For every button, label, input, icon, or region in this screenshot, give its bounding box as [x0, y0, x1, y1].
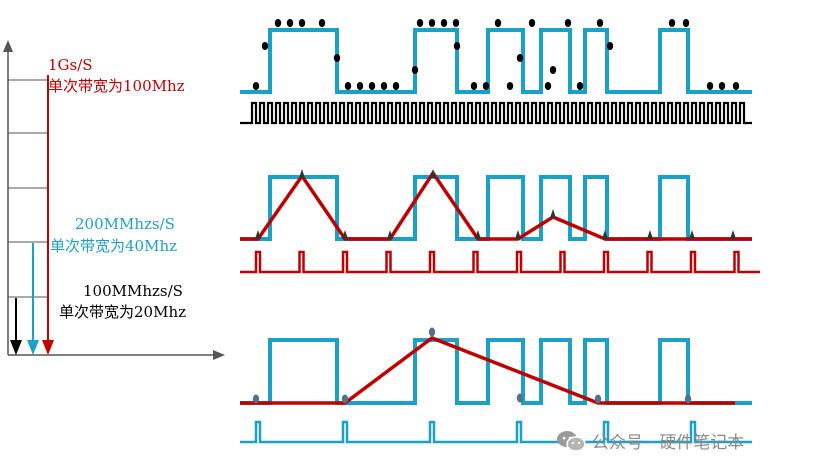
- clock-trace: [240, 420, 752, 444]
- sample-point: [333, 54, 341, 62]
- signal-trace: [240, 175, 752, 241]
- sampling-rate-axis: [3, 40, 225, 360]
- watermark: 公众号 · 硬件笔记本: [556, 428, 744, 453]
- signal-waveform-100m: [240, 338, 752, 405]
- sample-point: [452, 19, 460, 27]
- sample-point: [549, 66, 557, 74]
- sample-point: [606, 42, 614, 50]
- sample-point: [380, 82, 388, 90]
- rate-arrow-100m: [10, 298, 22, 355]
- sample-point: [647, 230, 653, 239]
- signal-waveform-1g: [240, 28, 752, 94]
- sample-point: [298, 19, 306, 27]
- label-bw-200m: 单次带宽为40Mhz: [50, 237, 178, 255]
- sample-point: [564, 19, 572, 27]
- sample-point: [341, 394, 349, 404]
- sample-point: [682, 19, 690, 27]
- label-rate-1g: 1Gs/S: [48, 56, 93, 74]
- sample-point: [342, 230, 348, 239]
- rate-arrow-1g: [42, 75, 54, 355]
- sample-point: [274, 19, 282, 27]
- sample-point: [356, 82, 364, 90]
- label-rate-200m: 200MMhzs/S: [75, 215, 175, 233]
- sample-point: [494, 19, 502, 27]
- reconstructed-signal-200m: [240, 169, 752, 241]
- sample-point: [732, 82, 740, 90]
- clock-1g: [240, 101, 752, 125]
- sample-point: [368, 82, 376, 90]
- sample-point: [550, 209, 556, 218]
- clock-100m: [240, 420, 752, 444]
- sample-point: [594, 394, 602, 404]
- sample-point: [344, 82, 352, 90]
- label-bw-1g: 单次带宽为100Mhz: [48, 77, 185, 95]
- reconstructed-trace: [240, 336, 735, 405]
- clock-200m: [240, 250, 760, 274]
- clock-trace: [240, 250, 760, 274]
- label-rate-100m: 100MMhzs/S: [83, 282, 183, 300]
- wechat-icon: [556, 430, 586, 452]
- sample-points-100m: [252, 327, 692, 404]
- sample-point: [255, 230, 261, 239]
- sample-point: [453, 42, 461, 50]
- sample-point: [428, 327, 436, 337]
- sample-point: [684, 394, 692, 404]
- sample-point: [299, 169, 305, 178]
- rate-arrow-200m: [27, 243, 39, 355]
- label-bw-100m: 单次带宽为20Mhz: [59, 303, 187, 321]
- sample-points-1g: [252, 19, 740, 90]
- sample-point: [470, 82, 478, 90]
- sample-point: [252, 394, 260, 404]
- clock-trace: [240, 101, 752, 125]
- sample-point: [576, 82, 584, 90]
- sample-point: [252, 82, 260, 90]
- sample-point: [515, 230, 521, 239]
- sample-point: [286, 19, 294, 27]
- sample-point: [387, 230, 393, 239]
- sample-point: [668, 19, 676, 27]
- sample-point: [482, 82, 490, 90]
- sample-point: [430, 169, 436, 178]
- sample-point: [392, 82, 400, 90]
- watermark-text: 公众号 · 硬件笔记本: [592, 433, 745, 453]
- reconstructed-trace: [240, 169, 752, 241]
- sample-point: [516, 54, 524, 62]
- sample-point: [602, 230, 608, 239]
- sample-point: [428, 19, 436, 27]
- sample-point: [416, 19, 424, 27]
- sample-point: [516, 393, 524, 403]
- sample-point: [318, 19, 326, 27]
- signal-waveform-200m: [240, 175, 752, 241]
- sample-point: [528, 19, 536, 27]
- sample-point: [544, 82, 552, 90]
- sample-point: [596, 19, 604, 27]
- sample-point: [261, 42, 269, 50]
- sample-point: [718, 82, 726, 90]
- sample-point: [706, 82, 714, 90]
- sample-point: [689, 230, 695, 239]
- sample-point: [506, 82, 514, 90]
- sample-point: [440, 19, 448, 27]
- reconstructed-signal-100m: [240, 336, 735, 405]
- signal-trace: [240, 28, 752, 94]
- sample-point: [411, 66, 419, 74]
- sample-points-200m: [255, 169, 736, 239]
- signal-trace: [240, 338, 752, 405]
- sample-point: [730, 230, 736, 239]
- sample-point: [475, 230, 481, 239]
